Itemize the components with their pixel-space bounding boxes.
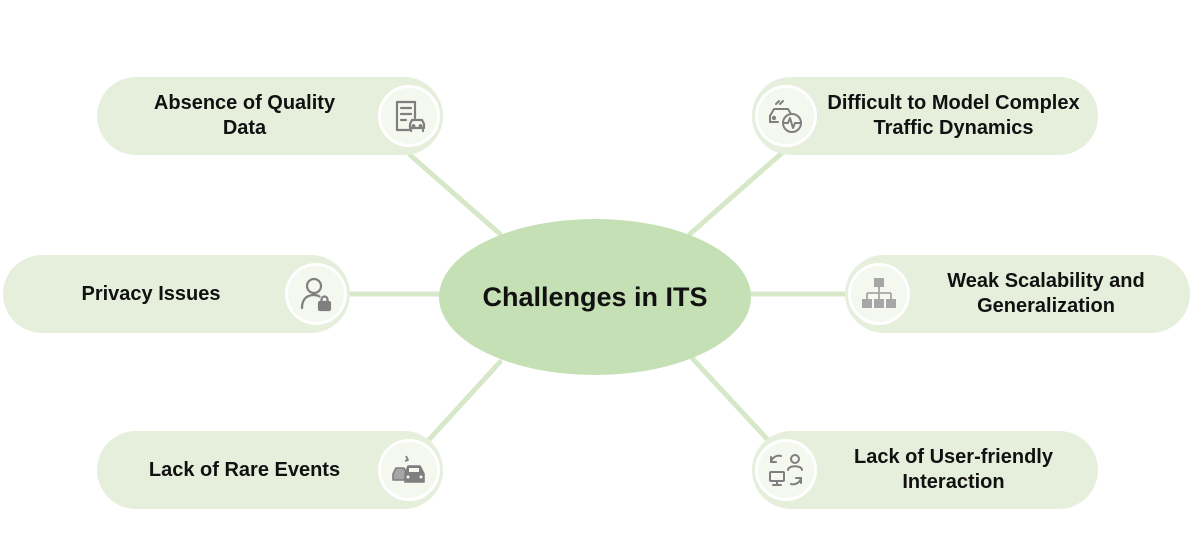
- node-scalability: Weak Scalability and Generalization: [845, 255, 1190, 333]
- node-interaction: Lack of User-friendly Interaction: [752, 431, 1098, 509]
- node-traffic-dynamics-label: Difficult to Model Complex Traffic Dynam…: [827, 92, 1080, 139]
- node-privacy-label: Privacy Issues: [81, 282, 221, 305]
- node-traffic-dynamics: Difficult to Model Complex Traffic Dynam…: [752, 77, 1098, 155]
- connector-interaction: [689, 355, 771, 443]
- connector-traffic-dynamics: [687, 149, 786, 237]
- car-pulse-icon: [755, 85, 817, 147]
- car-crash-icon: [378, 439, 440, 501]
- user-computer-exchange-icon: [755, 439, 817, 501]
- node-rare-events-label: Lack of Rare Events: [148, 458, 341, 481]
- document-car-icon: [378, 85, 440, 147]
- node-rare-events: Lack of Rare Events: [97, 431, 443, 509]
- connector-rare-events: [422, 359, 503, 447]
- node-quality-data-label: Absence of Quality Data: [153, 92, 336, 139]
- node-interaction-label: Lack of User-friendly Interaction: [854, 446, 1053, 493]
- connector-quality-data: [407, 152, 503, 237]
- user-lock-icon: [285, 263, 347, 325]
- node-quality-data: Absence of Quality Data: [97, 77, 443, 155]
- center-topic-label: Challenges in ITS: [482, 281, 708, 312]
- node-scalability-label: Weak Scalability and Generalization: [947, 270, 1145, 317]
- center-topic: Challenges in ITS: [439, 219, 751, 375]
- node-privacy: Privacy Issues: [3, 255, 350, 333]
- hierarchy-icon: [848, 263, 910, 325]
